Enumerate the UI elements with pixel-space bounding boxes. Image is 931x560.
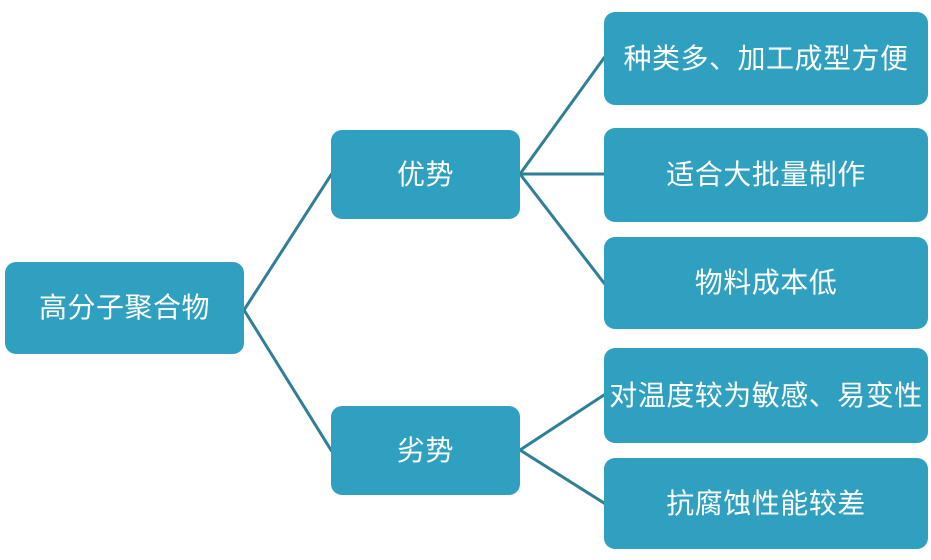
connector-root-to-disadvantages xyxy=(241,307,334,453)
connector-root-to-advantages xyxy=(241,172,334,313)
connector-advantages-to-variety xyxy=(517,55,607,177)
node-leaf-massproduce[interactable]: 适合大批量制作 xyxy=(604,128,928,222)
node-branch-disadvantages[interactable]: 劣势 xyxy=(331,406,520,495)
node-branch-advantages-label: 优势 xyxy=(396,157,454,191)
connector-disadvantages-to-heatsensitive xyxy=(517,392,607,453)
node-leaf-heatsensitive[interactable]: 对温度较为敏感、易变性 xyxy=(604,348,928,443)
connector-disadvantages-to-corrosion xyxy=(517,447,607,506)
node-branch-disadvantages-label: 劣势 xyxy=(396,433,454,467)
node-leaf-corrosion-label: 抗腐蚀性能较差 xyxy=(666,486,866,520)
node-leaf-massproduce-label: 适合大批量制作 xyxy=(666,158,866,192)
connector-advantages-to-lowcost xyxy=(517,171,607,286)
node-leaf-lowcost-label: 物料成本低 xyxy=(694,266,838,300)
node-leaf-heatsensitive-label: 对温度较为敏感、易变性 xyxy=(609,378,923,412)
node-branch-advantages[interactable]: 优势 xyxy=(331,130,520,219)
node-leaf-lowcost[interactable]: 物料成本低 xyxy=(604,237,928,329)
node-root-label: 高分子聚合物 xyxy=(38,291,210,325)
node-root[interactable]: 高分子聚合物 xyxy=(5,262,244,354)
node-leaf-corrosion[interactable]: 抗腐蚀性能较差 xyxy=(604,458,928,549)
node-leaf-variety-label: 种类多、加工成型方便 xyxy=(623,41,909,75)
node-leaf-variety[interactable]: 种类多、加工成型方便 xyxy=(604,12,928,105)
